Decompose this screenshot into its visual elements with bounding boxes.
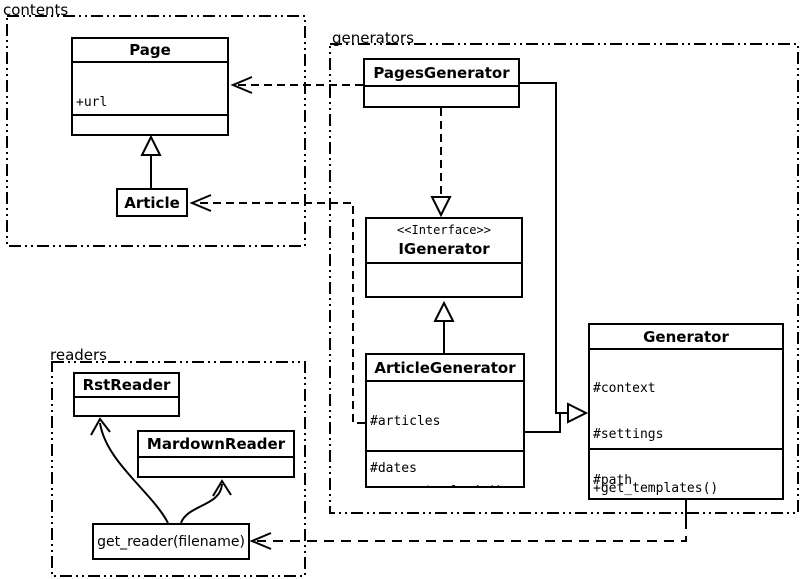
- generalization-generators-to-generator: [520, 82, 589, 433]
- class-title-page: Page: [129, 41, 171, 59]
- package-label-generators: generators: [332, 29, 414, 47]
- class-stereotype-igenerator: <<Interface>>: [397, 223, 491, 237]
- attribute: #context: [593, 381, 656, 396]
- method: +generate_context(): [370, 295, 518, 296]
- attribute: +url: [76, 95, 108, 110]
- class-header-igenerator: <<Interface>> IGenerator: [367, 219, 521, 262]
- attribute: #dates: [370, 461, 417, 476]
- package-border-contents: [6, 15, 306, 247]
- class-attributes-page: +url +slug +summary: [73, 61, 227, 114]
- class-attributes-articlegenerator: #articles #dates #tags #categories: [367, 380, 523, 476]
- class-attributes-pagesgenerator: #pages: [365, 85, 518, 106]
- class-title-articlegenerator: ArticleGenerator: [374, 358, 516, 377]
- class-methods-generator: +get_templates() +get_files(path,exclude…: [590, 448, 782, 498]
- class-methods-articlegenerator: +generate_feeds() +generate_pages(): [367, 450, 523, 486]
- method: +generate_feeds(): [370, 483, 520, 486]
- attribute: #articles: [370, 414, 441, 429]
- class-title-generator: Generator: [643, 327, 729, 346]
- attribute: #path: [593, 472, 633, 488]
- class-box-mardownreader: MardownReader +read(): [137, 430, 295, 478]
- class-box-pagesgenerator: PagesGenerator #pages: [363, 58, 520, 108]
- class-box-page: Page +url +slug +summary +check_properti…: [71, 37, 229, 136]
- function-box-get-reader: get_reader(filename): [92, 523, 250, 560]
- arrow-getreader-to-rstreader: [90, 417, 169, 524]
- class-title-rstreader: RstReader: [82, 376, 171, 394]
- class-box-igenerator: <<Interface>> IGenerator +generate_conte…: [365, 217, 523, 298]
- class-title-mardownreader: MardownReader: [146, 435, 286, 453]
- class-box-generator: Generator #context #settings #path #them…: [588, 323, 784, 500]
- arrow-getreader-to-mardownreader: [180, 479, 232, 524]
- class-title-igenerator: IGenerator: [398, 240, 490, 258]
- package-border-readers: [51, 361, 306, 577]
- generalization-articlegenerator-to-igenerator: [433, 300, 455, 353]
- class-methods-igenerator: +generate_context() +generate_output(): [367, 262, 521, 296]
- dependency-pagesgenerator-to-page: [230, 76, 363, 94]
- class-title-pagesgenerator: PagesGenerator: [373, 63, 510, 82]
- class-methods-page: +check_properties(): [73, 114, 227, 134]
- class-box-article: Article: [116, 188, 188, 217]
- generalization-article-to-page: [140, 134, 162, 188]
- dependency-generator-to-getreader: [249, 500, 687, 550]
- package-label-readers: readers: [50, 346, 107, 364]
- class-methods-mardownreader: +read(): [139, 456, 293, 476]
- function-label-get-reader: get_reader(filename): [97, 533, 245, 550]
- class-attributes-generator: #context #settings #path #theme #output_…: [590, 348, 782, 488]
- class-box-rstreader: RstReader +read(): [73, 372, 180, 417]
- package-border-generators: [329, 43, 799, 514]
- class-methods-rstreader: +read(): [75, 396, 178, 415]
- attribute: #settings: [593, 426, 664, 442]
- class-title-article: Article: [124, 193, 180, 212]
- realization-pagesgenerator-to-igenerator: [430, 108, 452, 218]
- dependency-articlegenerator-to-article: [189, 194, 365, 424]
- method: +get_templates(): [593, 481, 719, 496]
- package-label-contents: contents: [3, 1, 69, 19]
- class-box-articlegenerator: ArticleGenerator #articles #dates #tags …: [365, 353, 525, 488]
